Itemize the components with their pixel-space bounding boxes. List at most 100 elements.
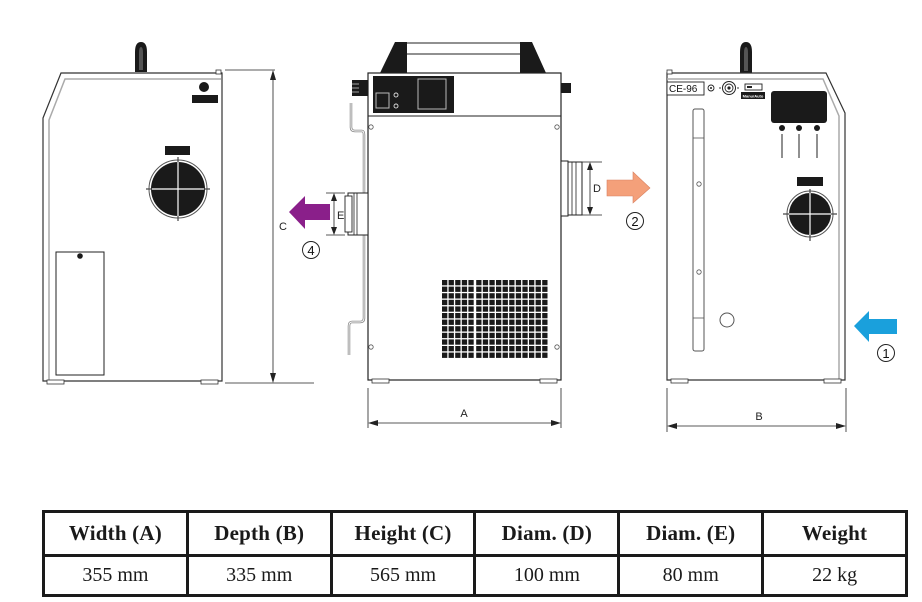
dim-b-label: B [755,411,762,423]
grille-cell [442,313,448,319]
grille-cell [502,352,508,358]
grille-cell [461,326,468,332]
grille-cell [476,339,482,345]
grille-cell [535,293,541,299]
grille-cell [529,313,535,319]
grille-cell [476,313,482,319]
vertical-rail [692,108,705,352]
grille-cell [542,313,548,319]
grille-cell [448,319,454,325]
outlet-e-connector [344,192,369,236]
grille-cell [496,286,502,292]
grille-cell [476,319,482,325]
grille-cell [468,326,474,332]
grille-cell [496,319,502,325]
grille-cell [489,319,495,325]
grille-cell [482,299,489,306]
marker-1: 1 [877,344,895,362]
value-width: 355 mm [42,554,189,597]
front-view: E 4 D 2 [289,42,651,428]
grille-cell [482,319,489,325]
grille-cell [448,286,454,292]
grille-cell [489,339,495,345]
grille-cell [542,346,548,352]
grille-cell [496,299,502,306]
grille-cell [496,293,502,299]
dimension-d: D [582,161,602,216]
grille-cell [522,319,528,325]
grille-cell [509,299,515,306]
svg-text:Manu/Auto: Manu/Auto [743,94,764,99]
grille-cell [489,326,495,332]
grille-cell [461,352,468,358]
grille-cell [496,339,502,345]
grille-cell [535,346,541,352]
grille-cell [509,332,515,339]
grille-cell [455,293,461,299]
svg-text:2: 2 [631,214,638,229]
grille-cell [535,326,541,332]
grille-cell [535,306,541,312]
dim-c-label: C [279,221,287,233]
grille-cell [482,306,489,312]
grille-cell [482,313,489,319]
grille-cell [542,299,548,306]
grille-cell [468,280,474,286]
value-diam-d: 100 mm [473,554,621,597]
grille-cell [515,319,522,325]
grille-cell [496,326,502,332]
grille-cell [489,306,495,312]
grille-cell [502,286,508,292]
header-diam-e: Diam. (E) [617,510,765,557]
value-diam-e: 80 mm [617,554,765,597]
grille-cell [476,326,482,332]
dimension-c: C [225,69,314,384]
grille-cell [461,319,468,325]
grille-cell [489,313,495,319]
grille-cell [522,332,528,339]
technical-drawing: C [42,42,897,432]
grille-cell [496,313,502,319]
dimension-b: B [666,388,847,432]
grille-cell [522,326,528,332]
grille-cell [482,352,489,358]
header-width: Width (A) [42,510,189,557]
grille-cell [535,299,541,306]
grille-cell [482,280,489,286]
rear-body-outline [666,72,846,381]
grille-cell [509,339,515,345]
grille-cell [482,332,489,339]
grille-cell [515,293,522,299]
power-switch [375,92,390,109]
grille-cell [529,293,535,299]
svg-text:4: 4 [307,243,314,258]
grille-cell [489,280,495,286]
outlet-arrow-4 [289,196,330,229]
grille-cell [461,313,468,319]
grille-cell [542,326,548,332]
grille-cell [448,339,454,345]
grille-cell [455,352,461,358]
grille-cell [461,293,468,299]
grille-cell [476,346,482,352]
grille-cell [448,346,454,352]
outlet-arrow-2 [606,171,651,204]
grille-cell [502,339,508,345]
grille-cell [468,352,474,358]
grille-cell [515,326,522,332]
grille-cell [515,352,522,358]
specifications-table: Width (A) Depth (B) Height (C) Diam. (D)… [42,510,908,597]
grille-cell [476,280,482,286]
header-diam-d: Diam. (D) [473,510,621,557]
ventilation-grille [442,280,548,358]
grille-cell [529,286,535,292]
grille-cell [489,286,495,292]
grille-cell [502,326,508,332]
grille-cell [442,332,448,339]
grille-cell [542,332,548,339]
grille-cell [509,293,515,299]
grille-cell [476,293,482,299]
grille-cell [535,286,541,292]
grille-cell [448,326,454,332]
grille-cell [509,313,515,319]
